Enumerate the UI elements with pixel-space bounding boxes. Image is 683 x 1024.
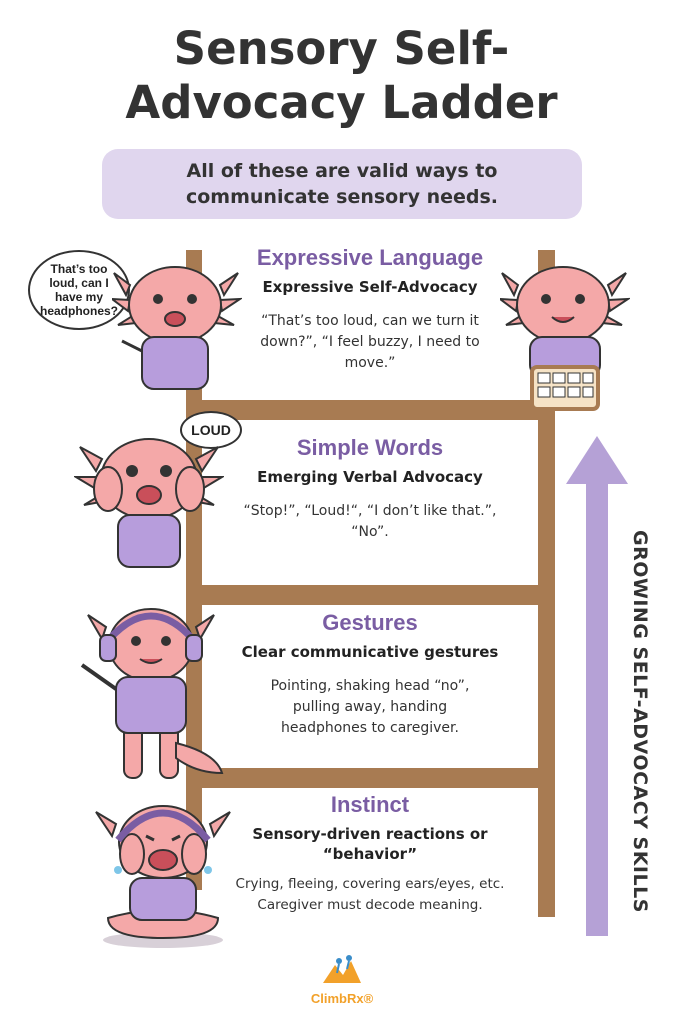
callout-line-2: communicate sensory needs. <box>185 186 499 208</box>
step-description: “That’s too loud, can we turn it down?”,… <box>205 311 535 374</box>
climbrx-logo: ClimbRx® <box>300 955 384 1006</box>
step-simple-words: Simple Words Emerging Verbal Advocacy “S… <box>205 435 535 543</box>
step-subtitle: Sensory-driven reactions or “behavior” <box>205 824 535 864</box>
step-title: Instinct <box>330 792 410 817</box>
loud-bubble: LOUD <box>180 411 242 449</box>
step-description: “Stop!”, “Loud!“, “I don’t like that.”, … <box>205 501 535 543</box>
page-title: Sensory Self- Advocacy Ladder <box>0 22 683 130</box>
desc-line: “No”. <box>351 524 389 540</box>
step-title: Gestures <box>322 610 418 635</box>
bubble-line: loud, can I <box>49 276 109 290</box>
growth-arrow-label: GROWING SELF-ADVOCACY SKILLS <box>629 530 651 913</box>
step-description: Crying, fleeing, covering ears/eyes, etc… <box>205 874 535 916</box>
desc-line: Crying, fleeing, covering ears/eyes, etc… <box>235 876 505 892</box>
arrow-shaft <box>586 478 608 936</box>
ladder-rung <box>186 585 555 605</box>
step-subtitle: Emerging Verbal Advocacy <box>257 468 483 486</box>
ladder-rung <box>186 768 555 788</box>
axolotl-crying-headphones-icon <box>95 805 231 948</box>
ladder-rung <box>186 400 555 420</box>
axolotl-tablet-icon <box>500 266 630 411</box>
bubble-line: headphones? <box>39 304 118 318</box>
climbrx-logo-icon <box>323 955 361 983</box>
subtitle-line: Sensory-driven reactions or <box>252 825 488 843</box>
axolotl-covering-ears-icon <box>74 438 224 568</box>
desc-line: “Stop!”, “Loud!“, “I don’t like that.”, <box>243 503 497 519</box>
arrow-head-icon <box>566 436 628 484</box>
title-line-2: Advocacy Ladder <box>125 76 558 129</box>
desc-line: move.” <box>344 355 396 371</box>
axolotl-pointing-headphones-icon <box>80 608 224 779</box>
step-instinct: Instinct Sensory-driven reactions or “be… <box>205 792 535 916</box>
loud-text: LOUD <box>191 422 231 438</box>
step-subtitle: Expressive Self-Advocacy <box>262 278 478 296</box>
bubble-line: have my <box>54 290 103 304</box>
axolotl-talking-icon <box>112 266 242 390</box>
step-title: Expressive Language <box>256 245 484 270</box>
valid-ways-callout: All of these are valid ways to communica… <box>102 149 582 219</box>
desc-line: “That’s too loud, can we turn it <box>261 313 479 329</box>
desc-line: pulling away, handing <box>292 699 448 715</box>
desc-line: down?”, “I feel buzzy, I need to <box>260 334 480 350</box>
step-gestures: Gestures Clear communicative gestures Po… <box>205 610 535 739</box>
desc-line: Pointing, shaking head “no”, <box>270 678 470 694</box>
step-expressive-language: Expressive Language Expressive Self-Advo… <box>205 245 535 374</box>
step-title: Simple Words <box>296 435 444 460</box>
title-line-1: Sensory Self- <box>173 22 510 75</box>
desc-line: headphones to caregiver. <box>281 720 459 736</box>
logo-text: ClimbRx® <box>310 991 374 1006</box>
callout-line-1: All of these are valid ways to <box>186 160 498 182</box>
bubble-line: That’s too <box>50 262 108 276</box>
desc-line: Caregiver must decode meaning. <box>257 897 483 913</box>
step-description: Pointing, shaking head “no”, pulling awa… <box>205 676 535 739</box>
step-subtitle: Clear communicative gestures <box>241 643 499 661</box>
subtitle-line: “behavior” <box>322 845 418 863</box>
